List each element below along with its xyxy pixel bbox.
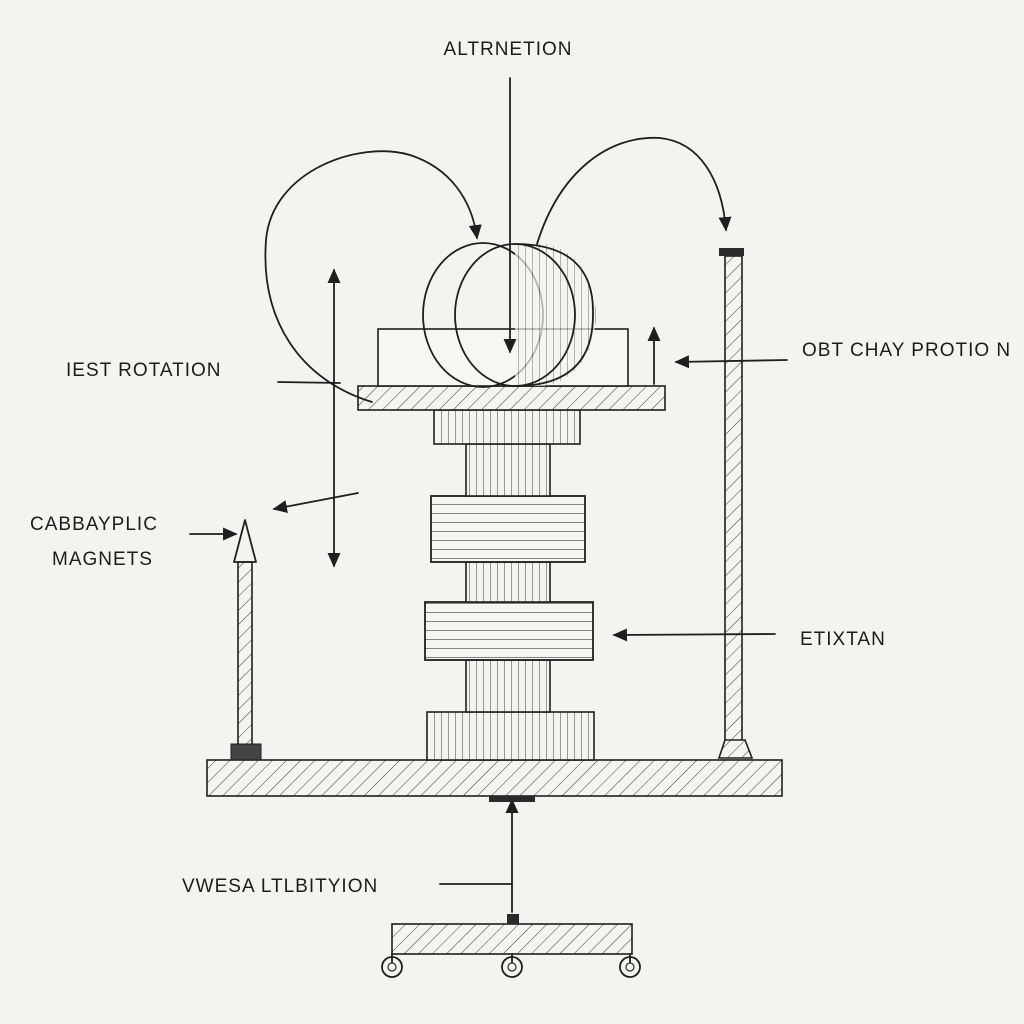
top-label: ALTRNETION <box>444 39 573 60</box>
left-rod <box>237 561 253 747</box>
column-collar <box>433 409 581 445</box>
right-rod-cap <box>719 248 744 256</box>
rotor-body <box>515 244 596 386</box>
right-upper-arrow <box>674 355 788 369</box>
stand-legs <box>391 953 631 963</box>
left-upper-leader <box>277 381 341 384</box>
right-rod <box>724 255 743 742</box>
column-foot <box>426 711 595 761</box>
column-segment <box>465 561 551 603</box>
wheel-icon <box>381 956 403 978</box>
left-rod-foot <box>230 743 262 761</box>
base-plate <box>206 759 783 797</box>
right-curved-arrow <box>536 137 732 245</box>
stand-connector <box>507 914 519 924</box>
left-rod-tip <box>233 519 257 563</box>
bottom-stand <box>391 923 633 955</box>
column-segment <box>465 659 551 713</box>
left-curved-arrow <box>264 150 482 403</box>
lower-disk <box>424 601 594 661</box>
right-upper-label: OBT CHAY PROTIO N <box>802 340 1011 361</box>
left-upper-label: IEST ROTATION <box>66 360 222 381</box>
wheel-icon <box>501 956 523 978</box>
magnets-arrow <box>272 492 359 513</box>
top-platform <box>357 385 666 411</box>
upper-disk <box>430 495 586 563</box>
magnets-label-line1: CABBAYPLIC <box>30 514 158 535</box>
magnets-label-line2: MAGNETS <box>52 549 153 570</box>
right-middle-arrow <box>612 628 776 642</box>
column-segment <box>465 443 551 497</box>
wheel-icon <box>619 956 641 978</box>
right-rod-foot <box>717 739 754 759</box>
bottom-label: VWESA LTLBITYION <box>182 876 378 897</box>
right-middle-label: ETIXTAN <box>800 629 886 650</box>
